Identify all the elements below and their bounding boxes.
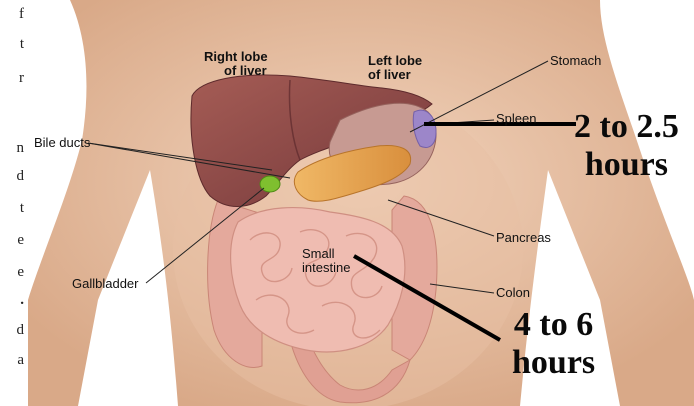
cropped-char: a <box>17 352 24 369</box>
cropped-char: . <box>20 292 24 309</box>
cropped-text-column: f t r n d t e e . d a <box>0 0 28 406</box>
small-intestine-label: Small intestine <box>302 247 350 275</box>
cropped-char: t <box>20 200 24 217</box>
cropped-char: n <box>17 140 25 157</box>
intestine-time-annotation: 4 to 6 hours <box>512 306 595 382</box>
cropped-char: d <box>17 168 25 185</box>
spleen-label: Spleen <box>496 112 536 126</box>
gallbladder-label: Gallbladder <box>72 277 139 291</box>
left-lobe-label: Left lobe of liver <box>368 54 422 82</box>
stomach-time-annotation: 2 to 2.5 hours <box>574 108 679 184</box>
bile-ducts-label: Bile ducts <box>34 136 90 150</box>
cropped-char: f <box>19 6 24 23</box>
cropped-char: d <box>17 322 25 339</box>
cropped-char: e <box>17 232 24 249</box>
stomach-label: Stomach <box>550 54 601 68</box>
cropped-char: r <box>19 70 24 87</box>
pancreas-label: Pancreas <box>496 231 551 245</box>
cropped-char: e <box>17 264 24 281</box>
cropped-char: t <box>20 36 24 53</box>
right-lobe-label: Right lobe of liver <box>204 50 268 78</box>
gallbladder-shape <box>260 176 280 192</box>
colon-label: Colon <box>496 286 530 300</box>
